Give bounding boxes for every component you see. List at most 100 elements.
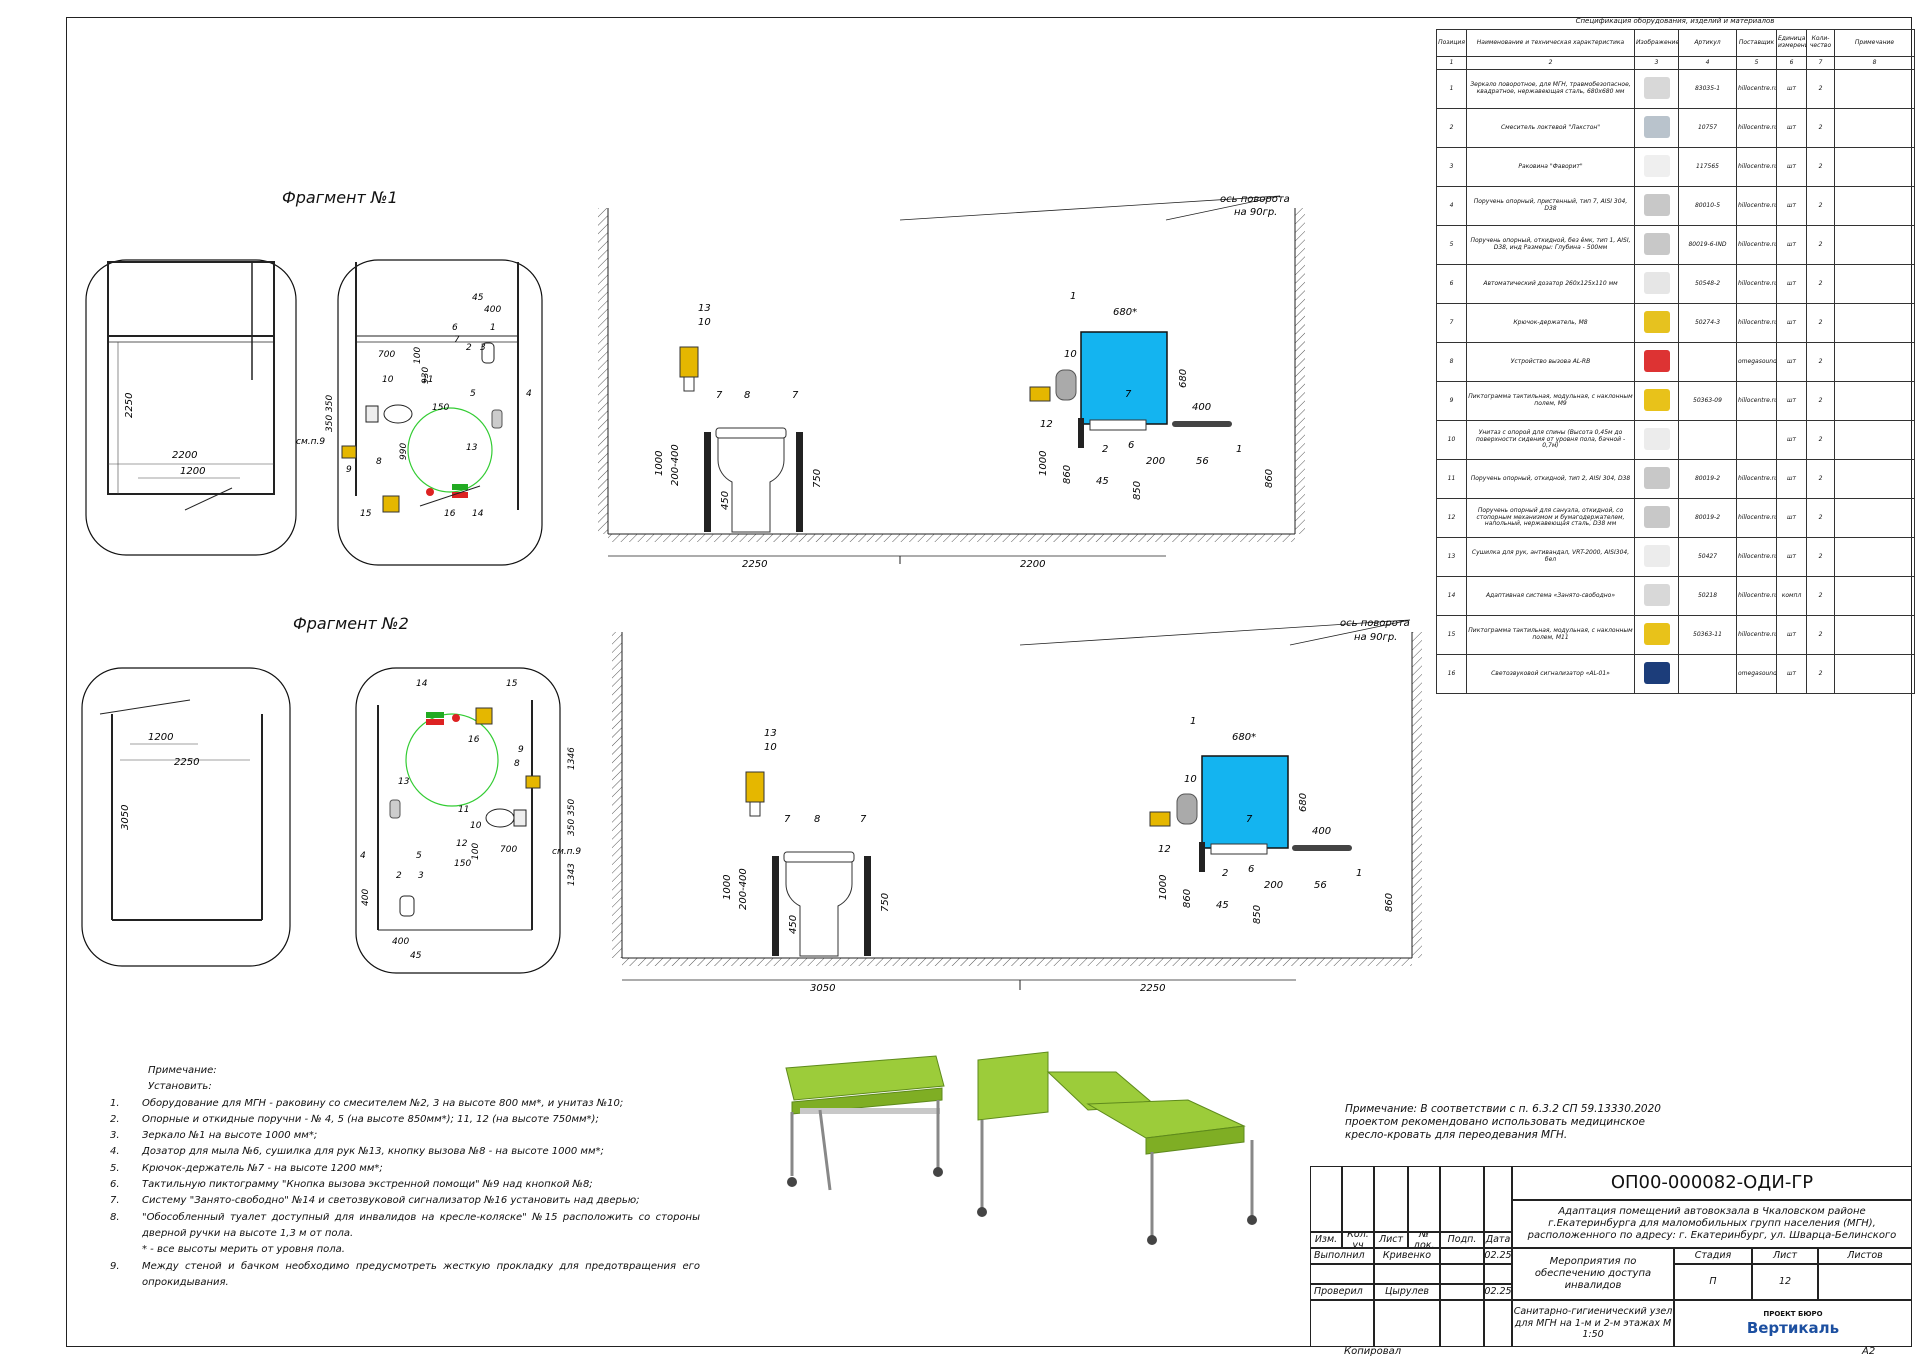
elev2-label: 10 [1184, 774, 1197, 785]
spec-cell-qty: 2 [1806, 264, 1835, 304]
elev1-label: 10 [1064, 349, 1077, 360]
spec-cell-note [1834, 147, 1915, 187]
stamp-col-header: Подп. [1440, 1232, 1484, 1248]
stamp-role: Выполнил [1310, 1248, 1374, 1264]
spec-cell-pos: 3 [1436, 147, 1467, 187]
elev1-label: 2 [1102, 444, 1108, 455]
spec-cell-supplier: hillocentre.ru [1736, 69, 1777, 109]
elev1-label: 12 [1040, 419, 1053, 430]
plan1-dim: 100 [413, 347, 423, 364]
spec-cell-pos: 2 [1436, 108, 1467, 148]
plan1-dim: 45 [472, 293, 484, 303]
spec-cell-note [1834, 264, 1915, 304]
spec-cell-note [1834, 615, 1915, 655]
stamp-date: 02.25 [1484, 1248, 1512, 1264]
elev2-label: 1 [1356, 868, 1362, 879]
fragment-2-title: Фрагмент №2 [293, 614, 409, 633]
spec-header: Коли-чество [1806, 29, 1835, 57]
stamp-name: Цырулев [1374, 1284, 1440, 1300]
elev1-dim: 860 [1062, 465, 1073, 484]
note-item: 7.Систему "Занято-свободно" №14 и светоз… [110, 1193, 700, 1209]
spec-cell-unit: шт [1776, 381, 1807, 421]
plan1-label: 15 [360, 509, 372, 519]
spec-cell-note [1834, 342, 1915, 382]
spec-cell-unit: шт [1776, 264, 1807, 304]
plan1-label: 14 [472, 509, 484, 519]
plan1-label: 6 [452, 323, 458, 333]
spec-cell-name: Поручень опорный, откидной, без ёмк, тип… [1466, 225, 1635, 265]
spec-cell-note [1834, 225, 1915, 265]
spec-cell-name: Светозвуковой сигнализатор «AL-01» [1466, 654, 1635, 694]
notes-block: Примечание: Установить: 1.Оборудование д… [110, 1063, 700, 1291]
stamp-date: 02.25 [1484, 1284, 1512, 1300]
spec-cell-image [1634, 654, 1679, 694]
plan2-dim: 1346 [567, 747, 577, 770]
note-item: 4.Дозатор для мыла №6, сушилка для рук №… [110, 1144, 700, 1160]
note-text: Опорные и откидные поручни - № 4, 5 (на … [142, 1113, 599, 1125]
elev1-label: 7 [716, 390, 723, 401]
spec-colnum: 6 [1776, 56, 1807, 70]
spec-cell-name: Пиктограмма тактильная, модульная, с нак… [1466, 381, 1635, 421]
spec-cell-name: Поручень опорный для санузла, откидной, … [1466, 498, 1635, 538]
spec-cell-unit: шт [1776, 537, 1807, 577]
plan1-label: 1 [490, 323, 496, 333]
note-item: 5.Крючок-держатель №7 - на высоте 1200 м… [110, 1161, 700, 1177]
product-thumbnail [1643, 583, 1670, 606]
elev2-dim: 750 [880, 893, 891, 912]
spec-colnum: 8 [1834, 56, 1915, 70]
spec-cell-supplier: hillocentre.ru [1736, 264, 1777, 304]
product-thumbnail [1643, 622, 1670, 645]
plan1-label: 2 [466, 343, 472, 353]
elev2-dim: 1000 [722, 875, 733, 900]
spec-cell-image [1634, 69, 1679, 109]
elev1-dim: 850 [1132, 481, 1143, 500]
spec-cell-qty: 2 [1806, 303, 1835, 343]
spec-header: Позиция [1436, 29, 1467, 57]
plan2-label: 16 [468, 735, 480, 745]
spec-cell-article: 10757 [1678, 108, 1737, 148]
spec-cell-pos: 15 [1436, 615, 1467, 655]
spec-cell-image [1634, 576, 1679, 616]
spec-cell-unit: шт [1776, 498, 1807, 538]
elev2-dim: 860 [1384, 893, 1395, 912]
spec-cell-image [1634, 108, 1679, 148]
format-label: А2 [1862, 1346, 1876, 1357]
spec-cell-name: Пиктограмма тактильная, модульная, с нак… [1466, 615, 1635, 655]
spec-cell-unit: шт [1776, 186, 1807, 226]
elev1-dim: 680 [1178, 369, 1189, 388]
spec-cell-note [1834, 498, 1915, 538]
stamp-col-header: Лист [1374, 1232, 1408, 1248]
elev1-dim: 400 [1192, 402, 1211, 413]
plan-2-overview: 1200 2250 3050 [81, 667, 291, 967]
spec-cell-image [1634, 615, 1679, 655]
plan2-label: 11 [458, 805, 469, 815]
spec-cell-unit: шт [1776, 654, 1807, 694]
stamp-sheets-header: Листов [1818, 1248, 1912, 1264]
elev2-dim: 860 [1182, 889, 1193, 908]
spec-cell-unit: шт [1776, 225, 1807, 265]
spec-cell-note [1834, 69, 1915, 109]
spec-cell-pos: 11 [1436, 459, 1467, 499]
elev1-dim: 750 [812, 469, 823, 488]
spec-cell-note [1834, 420, 1915, 460]
spec-cell-article [1678, 420, 1737, 460]
plan2-label: 15 [506, 679, 518, 689]
spec-cell-qty: 2 [1806, 108, 1835, 148]
spec-cell-qty: 2 [1806, 147, 1835, 187]
plan1-label: 7 [454, 335, 460, 345]
elev1-axis-label2: на 90гр. [1234, 207, 1277, 218]
spec-cell-supplier: hillocentre.ru [1736, 225, 1777, 265]
spec-cell-name: Раковина "Фаворит" [1466, 147, 1635, 187]
elev1-label: 7 [792, 390, 799, 401]
spec-table: Позиция Наименование и техническая харак… [1436, 29, 1915, 694]
stamp-sheet-title: Санитарно-гигиенический узел для МГН на … [1512, 1300, 1674, 1347]
plan1-dim: 930 [421, 367, 431, 384]
spec-colnum: 3 [1634, 56, 1679, 70]
spec-cell-qty: 2 [1806, 186, 1835, 226]
spec-cell-pos: 5 [1436, 225, 1467, 265]
note-number: 6. [110, 1179, 120, 1191]
plan1-dim: 990 [399, 443, 409, 460]
